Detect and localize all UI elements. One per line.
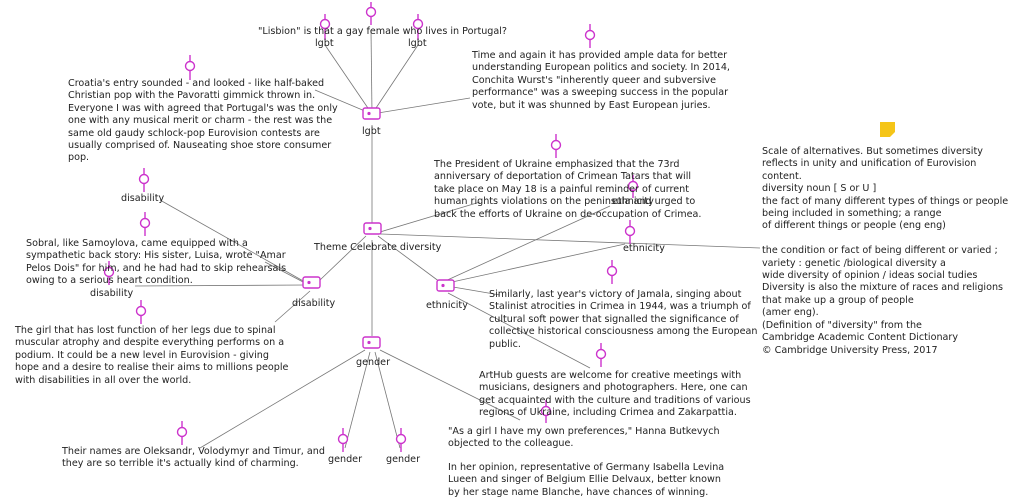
pin-markers: [103, 2, 639, 452]
edge-ethnicity-tag2: [442, 243, 626, 285]
edge-ethnicity-jamala: [452, 286, 501, 296]
tag-icon[interactable]: [363, 222, 382, 235]
pin-icon[interactable]: [319, 14, 331, 40]
tag-label-ethnicity: ethnicity: [612, 196, 654, 207]
pin-icon[interactable]: [103, 261, 115, 285]
note-sobral: Sobral, like Samoylova, came equipped wi…: [26, 238, 287, 287]
tag-label-gender: gender: [386, 454, 421, 465]
pin-icon[interactable]: [624, 220, 636, 244]
note-girl: The girl that has lost function of her l…: [15, 325, 289, 386]
pin-icon[interactable]: [584, 24, 596, 48]
pin-icon[interactable]: [627, 175, 639, 198]
pin-icon[interactable]: [337, 428, 349, 452]
hub-nodes: [302, 107, 455, 349]
edge-disability-sobral: [264, 261, 306, 284]
tag-label-disability: disability: [90, 288, 134, 299]
edge-lgbt-tag2: [371, 44, 419, 115]
pin-icon[interactable]: [395, 428, 407, 452]
edge-disability-girl: [274, 290, 311, 323]
edge-gender-preferences: [379, 349, 521, 421]
note-ukraine: The President of Ukraine emphasized that…: [434, 159, 702, 220]
sticky-note-icon[interactable]: [880, 122, 895, 137]
edge-gender-tag2: [374, 351, 401, 449]
edge-ethnicity-arthub: [447, 292, 591, 369]
note-conchita: Time and again it has provided ample dat…: [472, 50, 730, 111]
note-preferences: "As a girl I have my own preferences," H…: [448, 426, 720, 450]
edge-lgbt-lisbion: [370, 29, 373, 115]
edge-lgbt-tag1: [324, 44, 373, 115]
edge-lgbt-conchita: [371, 97, 471, 115]
edge-theme-definition: [379, 233, 761, 249]
edge-theme-ethnicity: [377, 235, 441, 283]
pin-icon[interactable]: [176, 421, 188, 445]
pin-icon[interactable]: [184, 55, 196, 80]
hub-label-ethnicity: ethnicity: [426, 300, 468, 311]
note-definition: Scale of alternatives. But sometimes div…: [762, 146, 1009, 356]
hub-label-theme: Theme Celebrate diversity: [314, 242, 442, 253]
pin-icon[interactable]: [606, 260, 618, 284]
tag-label-disability: disability: [121, 193, 165, 204]
pin-icon[interactable]: [135, 300, 147, 324]
tag-icon[interactable]: [362, 336, 381, 349]
edge-ethnicity-tag1: [442, 205, 611, 283]
hub-label-disability: disability: [292, 298, 336, 309]
edge-gender-names: [199, 349, 366, 449]
pin-icon[interactable]: [595, 343, 607, 367]
note-opinion: In her opinion, representative of German…: [448, 462, 725, 498]
hub-label-lgbt: lgbt: [362, 126, 381, 137]
tag-icon[interactable]: [436, 279, 455, 292]
edge-theme-ukraine: [379, 201, 481, 233]
edge-gender-tag1: [344, 351, 371, 449]
pin-icon[interactable]: [365, 2, 377, 25]
tag-label-lgbt: lgbt: [408, 38, 427, 49]
note-croatia: Croatia's entry sounded - and looked - l…: [68, 78, 338, 164]
edge-theme-disability: [319, 235, 367, 281]
note-jamala: Similarly, last year's victory of Jamala…: [489, 289, 758, 350]
edge-disability-tag2: [134, 284, 306, 287]
note-lisbion: "Lisbion" is that a gay female who lives…: [258, 26, 508, 37]
pin-icon[interactable]: [550, 134, 562, 158]
tag-icon[interactable]: [302, 276, 321, 289]
pin-icon[interactable]: [412, 14, 424, 40]
tag-label-lgbt: lgbt: [315, 38, 334, 49]
tag-icon[interactable]: [362, 107, 381, 120]
tag-label-gender: gender: [328, 454, 363, 465]
edges: [134, 29, 761, 449]
edge-disability-tag1: [159, 199, 306, 283]
tag-label-ethnicity: ethnicity: [623, 243, 665, 254]
pin-icon[interactable]: [139, 212, 151, 236]
note-names: Their names are Oleksandr, Volodymyr and…: [62, 446, 325, 470]
hub-label-gender: gender: [356, 357, 391, 368]
pin-icon[interactable]: [540, 400, 552, 423]
note-arthub: ArtHub guests are welcome for creative m…: [479, 370, 751, 419]
pin-icon[interactable]: [138, 168, 150, 192]
